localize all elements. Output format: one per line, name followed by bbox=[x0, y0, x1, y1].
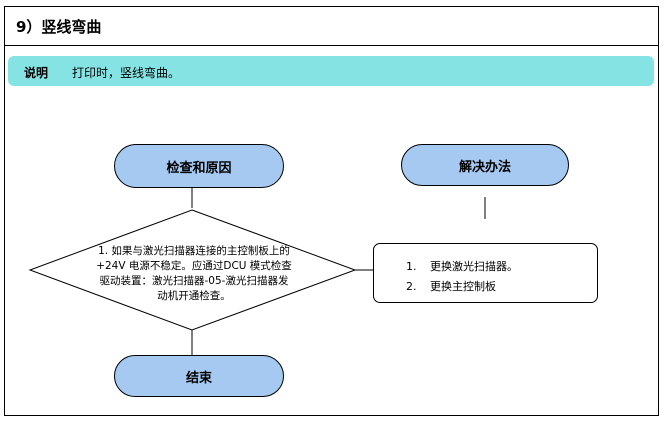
note-label: 说明 bbox=[24, 66, 49, 80]
note-bar bbox=[8, 56, 654, 86]
cause-header-node: 检查和原因 bbox=[114, 144, 284, 188]
solution-item: 1. 更换激光扫描器。 bbox=[406, 258, 518, 274]
solution-item-text: 更换主控制板 bbox=[430, 280, 496, 293]
solution-header-node: 解决办法 bbox=[401, 144, 569, 186]
solution-item: 2. 更换主控制板 bbox=[406, 278, 496, 294]
solution-item-number: 2. bbox=[406, 280, 417, 293]
solution-item-number: 1. bbox=[406, 260, 417, 273]
solution-box bbox=[373, 243, 598, 303]
page-frame bbox=[4, 6, 659, 416]
title-divider bbox=[4, 45, 659, 46]
condition-text: 1. 如果与激光扫描器连接的主控制板上的+24V 电源不稳定。应通过DCU 模式… bbox=[96, 245, 292, 302]
end-node: 结束 bbox=[114, 355, 284, 397]
solution-item-text: 更换激光扫描器。 bbox=[430, 260, 518, 273]
page-title: 9）竖线弯曲 bbox=[16, 18, 102, 36]
note-text: 打印时，竖线弯曲。 bbox=[72, 66, 181, 80]
